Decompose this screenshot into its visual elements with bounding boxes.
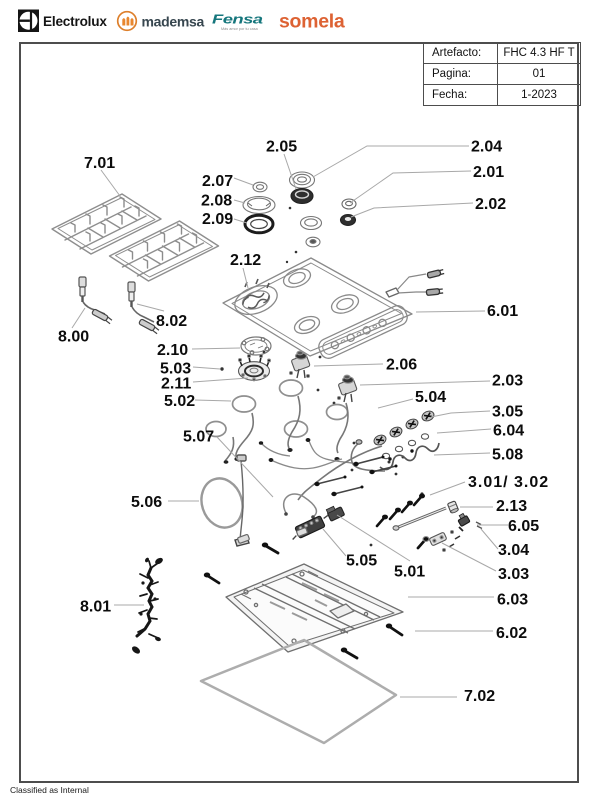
- svg-text:2.09: 2.09: [202, 211, 233, 228]
- svg-text:6.01: 6.01: [487, 303, 518, 320]
- svg-text:2.03: 2.03: [492, 373, 523, 390]
- svg-text:5.04: 5.04: [415, 389, 446, 406]
- svg-text:5.07: 5.07: [183, 429, 214, 446]
- svg-text:8.01: 8.01: [80, 599, 111, 616]
- svg-text:2.06: 2.06: [386, 357, 417, 374]
- svg-text:6.05: 6.05: [508, 518, 539, 535]
- svg-text:Fensa: Fensa: [212, 13, 263, 27]
- svg-text:Electrolux: Electrolux: [43, 14, 107, 29]
- svg-text:mademsa: mademsa: [142, 14, 205, 30]
- svg-text:5.08: 5.08: [492, 447, 523, 464]
- svg-text:3.05: 3.05: [492, 404, 523, 421]
- svg-text:2.04: 2.04: [471, 139, 502, 156]
- svg-text:5.01: 5.01: [394, 564, 425, 581]
- svg-text:2.11: 2.11: [161, 376, 191, 393]
- svg-text:6.04: 6.04: [493, 423, 524, 440]
- svg-text:2.02: 2.02: [475, 196, 506, 213]
- svg-text:2.13: 2.13: [496, 498, 527, 515]
- svg-text:2.07: 2.07: [202, 173, 233, 190]
- svg-text:6.02: 6.02: [496, 625, 527, 642]
- svg-text:2.08: 2.08: [201, 193, 232, 210]
- svg-text:5.05: 5.05: [346, 553, 377, 570]
- svg-text:8.00: 8.00: [58, 329, 89, 346]
- svg-text:5.03: 5.03: [160, 361, 191, 378]
- svg-text:5.06: 5.06: [131, 494, 162, 511]
- svg-text:7.02: 7.02: [464, 688, 495, 705]
- svg-text:5.02: 5.02: [164, 393, 195, 410]
- svg-text:3.04: 3.04: [498, 542, 529, 559]
- svg-text:7.01: 7.01: [84, 155, 115, 172]
- svg-text:2.01: 2.01: [473, 164, 504, 181]
- svg-text:2.12: 2.12: [230, 252, 261, 269]
- svg-text:somela: somela: [279, 10, 345, 32]
- svg-text:2.10: 2.10: [157, 342, 188, 359]
- svg-text:2.05: 2.05: [266, 139, 297, 156]
- svg-text:3.03: 3.03: [498, 566, 529, 583]
- svg-text:Más amor por tu casa: Más amor por tu casa: [221, 27, 259, 31]
- svg-text:3.01/ 3.02: 3.01/ 3.02: [468, 474, 549, 491]
- svg-text:8.02: 8.02: [156, 313, 187, 330]
- svg-text:6.03: 6.03: [497, 592, 528, 609]
